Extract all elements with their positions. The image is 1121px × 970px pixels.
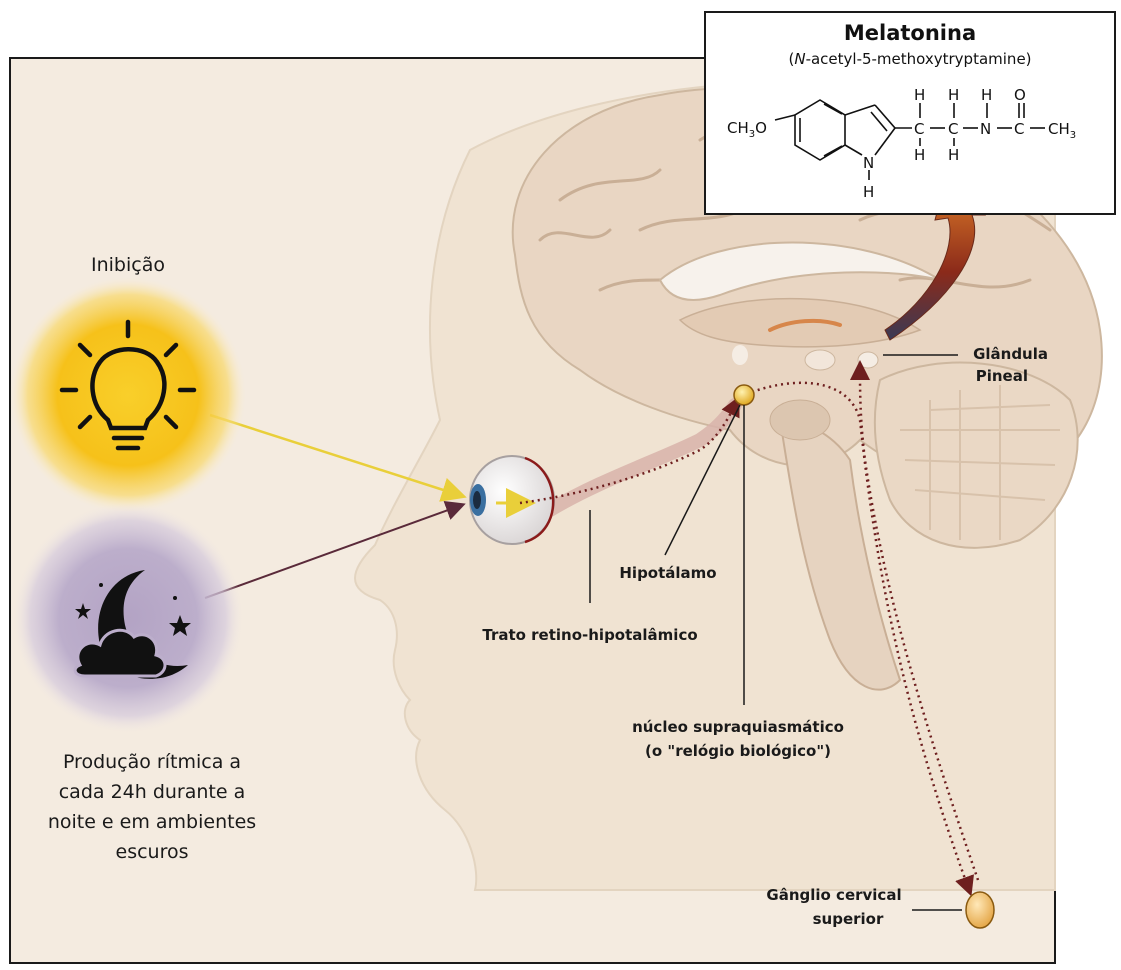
svg-text:H: H — [914, 146, 925, 164]
dark-glow — [13, 503, 243, 733]
svg-text:CH3O: CH3O — [727, 119, 767, 140]
svg-text:C: C — [914, 120, 924, 138]
light-glow — [10, 277, 246, 513]
pineal-label-line2: Pineal — [976, 367, 1028, 385]
svg-text:O: O — [1014, 86, 1026, 104]
svg-text:N: N — [980, 120, 991, 138]
eye — [470, 456, 554, 544]
svg-text:Produção rítmica a: Produção rítmica a — [63, 751, 241, 773]
svg-text:C: C — [948, 120, 958, 138]
svg-text:H: H — [914, 86, 925, 104]
svg-text:cada 24h durante a: cada 24h durante a — [59, 781, 246, 803]
pineal-label: Glândula — [973, 345, 1048, 363]
svg-text:H: H — [863, 183, 874, 201]
ganglion-label: Gânglio cervical — [766, 886, 901, 904]
svg-text:H: H — [981, 86, 992, 104]
hypothalamus-label: Hipotálamo — [619, 564, 716, 582]
tract-label: Trato retino-hipotalâmico — [482, 626, 697, 644]
svg-text:H: H — [948, 86, 959, 104]
svg-text:N: N — [863, 154, 874, 172]
scn-label: núcleo supraquiasmático — [632, 718, 844, 736]
svg-text:noite e em ambientes: noite e em ambientes — [48, 811, 256, 833]
svg-text:H: H — [948, 146, 959, 164]
ganglion-label-line2: superior — [813, 910, 884, 928]
scn-label-line2: (o "relógio biológico") — [645, 742, 831, 760]
scn-node — [734, 385, 754, 405]
svg-text:C: C — [1014, 120, 1024, 138]
molecule-subtitle: (N-acetyl-5-methoxytryptamine) — [788, 50, 1031, 68]
molecule-title: Melatonina — [844, 21, 976, 45]
svg-text:escuros: escuros — [116, 841, 189, 863]
inhibition-label: Inibição — [91, 254, 165, 276]
ganglion-node — [966, 892, 994, 928]
